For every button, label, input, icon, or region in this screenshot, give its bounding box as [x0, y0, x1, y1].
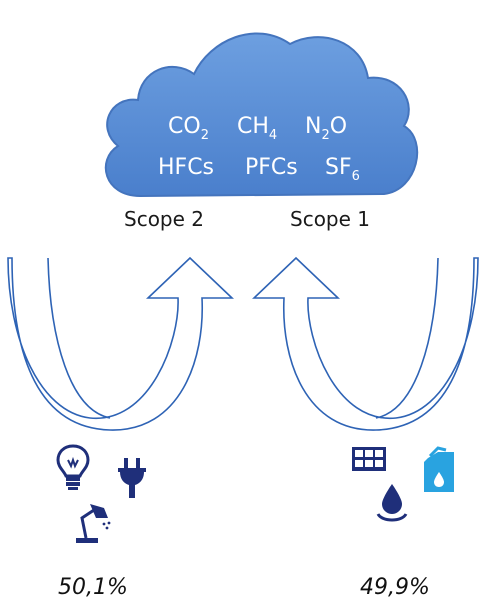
building-icon	[352, 447, 386, 471]
gas-pfcs: PFCs	[245, 155, 298, 180]
gas-hfcs: HFCs	[158, 155, 214, 180]
scope-1-label: Scope 1	[290, 207, 370, 231]
gas-n2o: N2O	[305, 114, 347, 143]
light-bulb-icon	[56, 444, 90, 490]
gas-co2: CO2	[168, 114, 209, 143]
scope-2-arrow	[7, 256, 234, 431]
desk-lamp-icon	[76, 504, 111, 543]
scope-1-arrow	[252, 256, 479, 431]
gas-ch4: CH4	[237, 114, 277, 143]
scope-1-share: 49,9%	[360, 575, 430, 600]
emissions-cloud: CO2 CH4 N2O HFCs PFCs SF6	[104, 32, 419, 198]
scope-2-label: Scope 2	[124, 207, 204, 231]
water-drop-icon	[376, 484, 408, 522]
power-plug-icon	[118, 458, 146, 498]
scope-2-share: 50,1%	[58, 575, 128, 600]
gas-sf6: SF6	[325, 155, 360, 184]
fuel-canister-icon	[424, 446, 454, 492]
